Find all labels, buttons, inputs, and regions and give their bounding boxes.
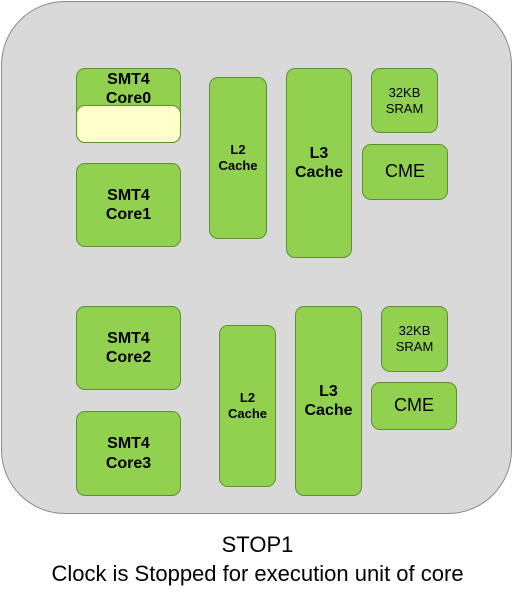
core1-label: SMT4 Core1 xyxy=(105,186,152,223)
l2-cache-bottom-label: L2 Cache xyxy=(227,390,268,421)
core0-label: SMT4 Core0 xyxy=(105,71,152,108)
cme-bottom-label: CME xyxy=(394,395,434,416)
core2-label: SMT4 Core2 xyxy=(105,329,152,366)
core3-block: SMT4 Core3 xyxy=(76,411,181,496)
l3-cache-bottom-block: L3 Cache xyxy=(295,306,362,496)
l3-cache-top-block: L3 Cache xyxy=(286,68,352,258)
sram-bottom-label: 32KB SRAM xyxy=(395,323,434,354)
l2-cache-bottom-block: L2 Cache xyxy=(219,325,276,487)
caption-title: STOP1 xyxy=(221,532,294,557)
core0-stopped-execution-unit xyxy=(76,105,181,143)
l3-cache-bottom-label: L3 Cache xyxy=(304,382,353,419)
sram-bottom-block: 32KB SRAM xyxy=(381,306,448,372)
sram-top-label: 32KB SRAM xyxy=(385,84,424,116)
core1-block: SMT4 Core1 xyxy=(76,163,181,247)
cme-top-label: CME xyxy=(385,161,425,182)
caption-subtitle: Clock is Stopped for execution unit of c… xyxy=(51,561,464,586)
core2-block: SMT4 Core2 xyxy=(76,306,181,390)
l3-cache-top-label: L3 Cache xyxy=(294,144,344,181)
cme-top-block: CME xyxy=(362,144,448,200)
l2-cache-top-block: L2 Cache xyxy=(209,77,267,239)
core3-label: SMT4 Core3 xyxy=(105,435,152,472)
l2-cache-top-label: L2 Cache xyxy=(218,142,258,173)
sram-top-block: 32KB SRAM xyxy=(371,68,438,133)
cme-bottom-block: CME xyxy=(371,382,457,430)
